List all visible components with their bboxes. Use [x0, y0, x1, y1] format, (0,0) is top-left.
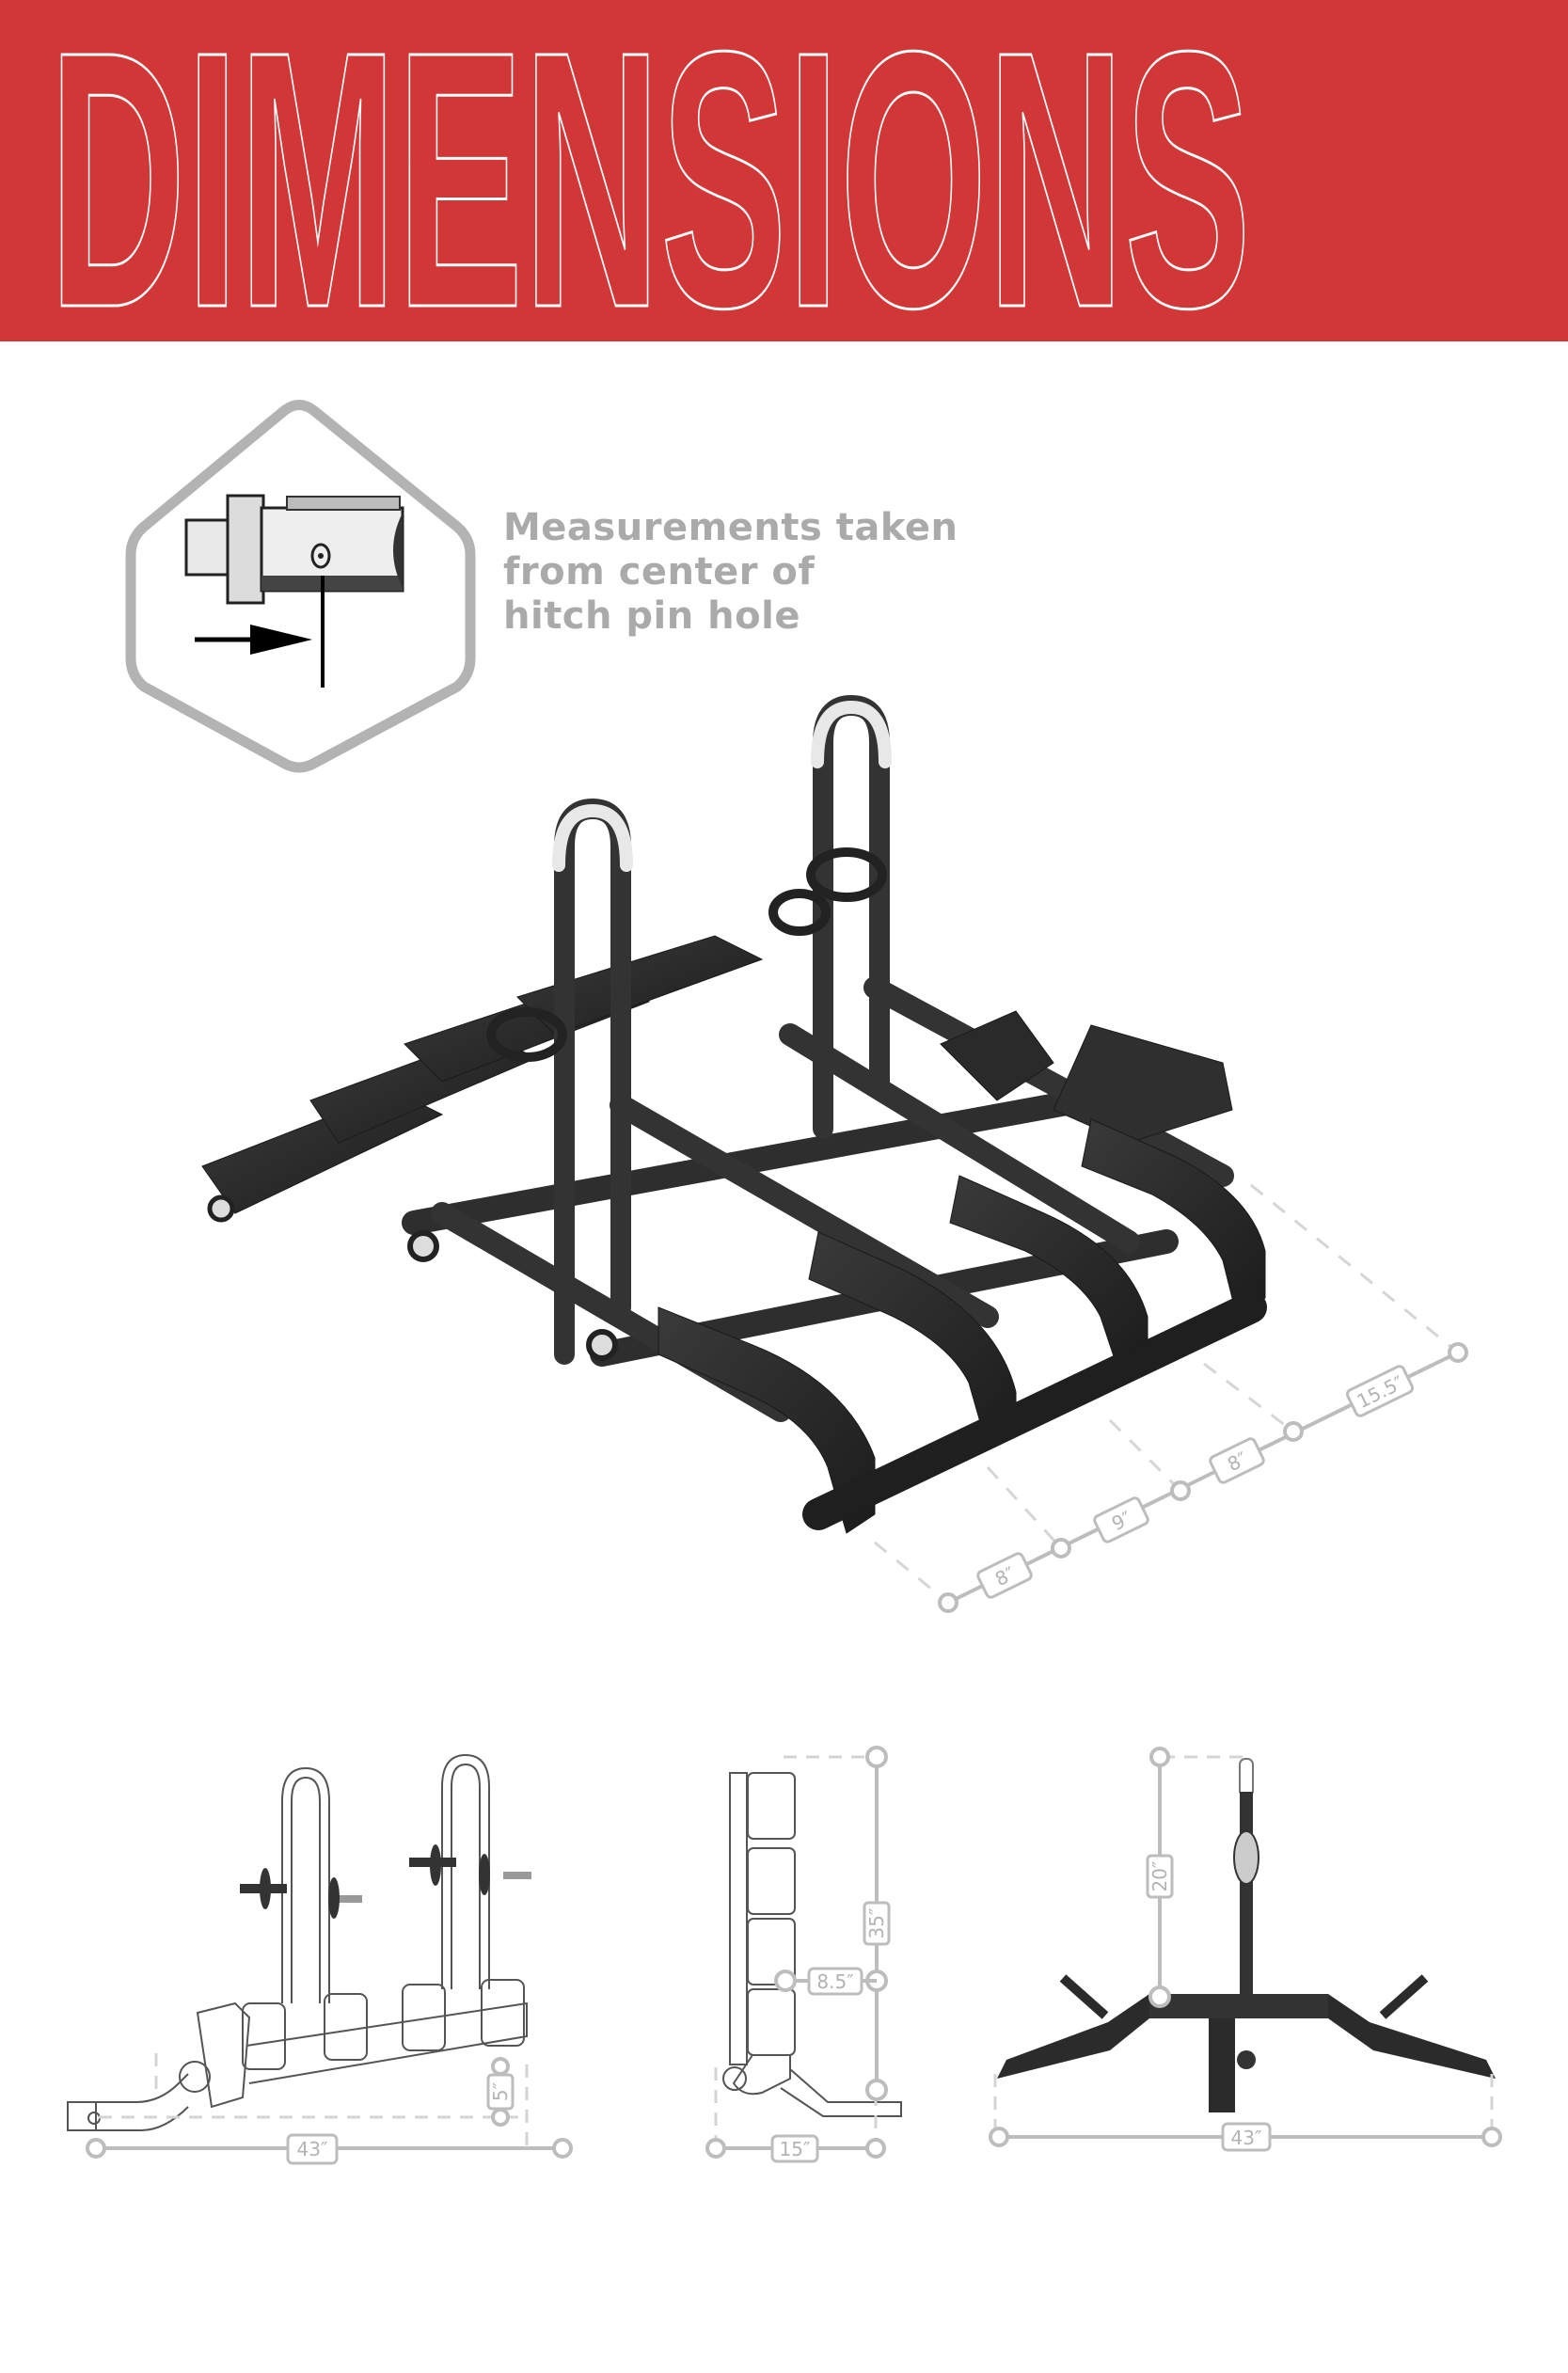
side-height-label: 5″ — [489, 2082, 512, 2101]
title-outline-text: DIMENSIONS — [48, 0, 1253, 341]
page-title: DIMENSIONS — [49, 0, 1251, 341]
folded-offset-label: 8.5″ — [816, 1970, 853, 1993]
rear-width-label: 43″ — [1231, 2127, 1262, 2149]
title-banner: DIMENSIONS — [0, 0, 1568, 341]
side-length-label: 43″ — [297, 2138, 328, 2160]
note-line-3: hitch pin hole — [503, 594, 800, 638]
rear-height-label: 20″ — [1148, 1861, 1171, 1892]
folded-height-label: 35″ — [865, 1908, 888, 1939]
note-line-2: from center of — [503, 550, 816, 593]
note-line-1: Measurements taken — [503, 506, 958, 549]
folded-depth-label: 15″ — [780, 2138, 811, 2160]
measurement-note: Measurements taken from center of hitch … — [503, 506, 958, 639]
